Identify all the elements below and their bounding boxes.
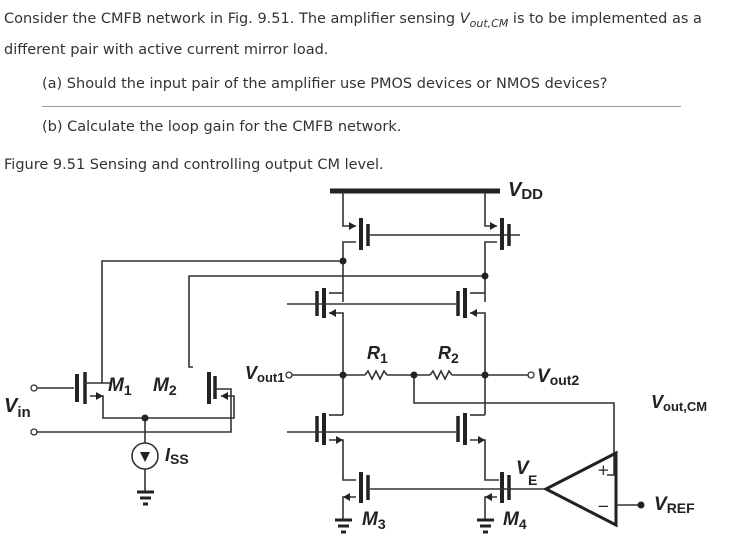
- r2-label: R2: [438, 343, 459, 366]
- ve-label: V: [516, 458, 530, 479]
- resistor-r1: [364, 369, 388, 381]
- figure-caption: Figure 9.51 Sensing and controlling outp…: [4, 157, 384, 173]
- wire-m1-drain: [101, 260, 343, 384]
- nmos-cascode-right: [456, 413, 499, 481]
- transistor-m2: [37, 372, 232, 433]
- vout1-label: Vout1: [245, 363, 284, 385]
- vref-label: VREF: [654, 494, 695, 516]
- error-amplifier: [542, 450, 618, 528]
- pmos-load-left: [342, 191, 520, 302]
- transistor-m1: [37, 372, 235, 419]
- r1-label: R1: [367, 343, 388, 366]
- voutcm-label: Vout,CM: [651, 392, 707, 414]
- wire-voutcm: [413, 375, 615, 476]
- resistor-r2: [429, 369, 453, 381]
- question-divider: [42, 106, 681, 107]
- pmos-cascode-right: [456, 288, 486, 415]
- iss-label: ISS: [165, 445, 189, 467]
- vout-cm-variable: Vout,CM: [459, 11, 509, 30]
- m2-label: M2: [153, 375, 177, 398]
- problem-statement: Consider the CMFB network in Fig. 9.51. …: [4, 6, 729, 64]
- problem-intro-rest: is to be implemented as a different pair…: [4, 11, 702, 58]
- ve-subscript: E: [528, 472, 537, 488]
- question-a: (a) Should the input pair of the amplifi…: [42, 76, 608, 92]
- m1-label: M1: [108, 375, 132, 398]
- nmos-cascode-left: [315, 413, 356, 481]
- m3-label: M3: [362, 509, 386, 532]
- problem-intro-text: Consider the CMFB network in Fig. 9.51. …: [4, 11, 460, 27]
- opamp-minus-terminal: −: [597, 497, 610, 515]
- opamp-plus-terminal: +: [597, 461, 610, 479]
- vin-label: Vin: [4, 395, 31, 421]
- pmos-load-right: [484, 191, 511, 302]
- vout2-label: Vout2: [537, 366, 579, 388]
- question-b: (b) Calculate the loop gain for the CMFB…: [42, 119, 402, 135]
- wire-m2-drain: [188, 275, 485, 368]
- pmos-cascode-left: [315, 288, 344, 415]
- vdd-label: VDD: [508, 179, 543, 203]
- m4-label: M4: [503, 509, 527, 532]
